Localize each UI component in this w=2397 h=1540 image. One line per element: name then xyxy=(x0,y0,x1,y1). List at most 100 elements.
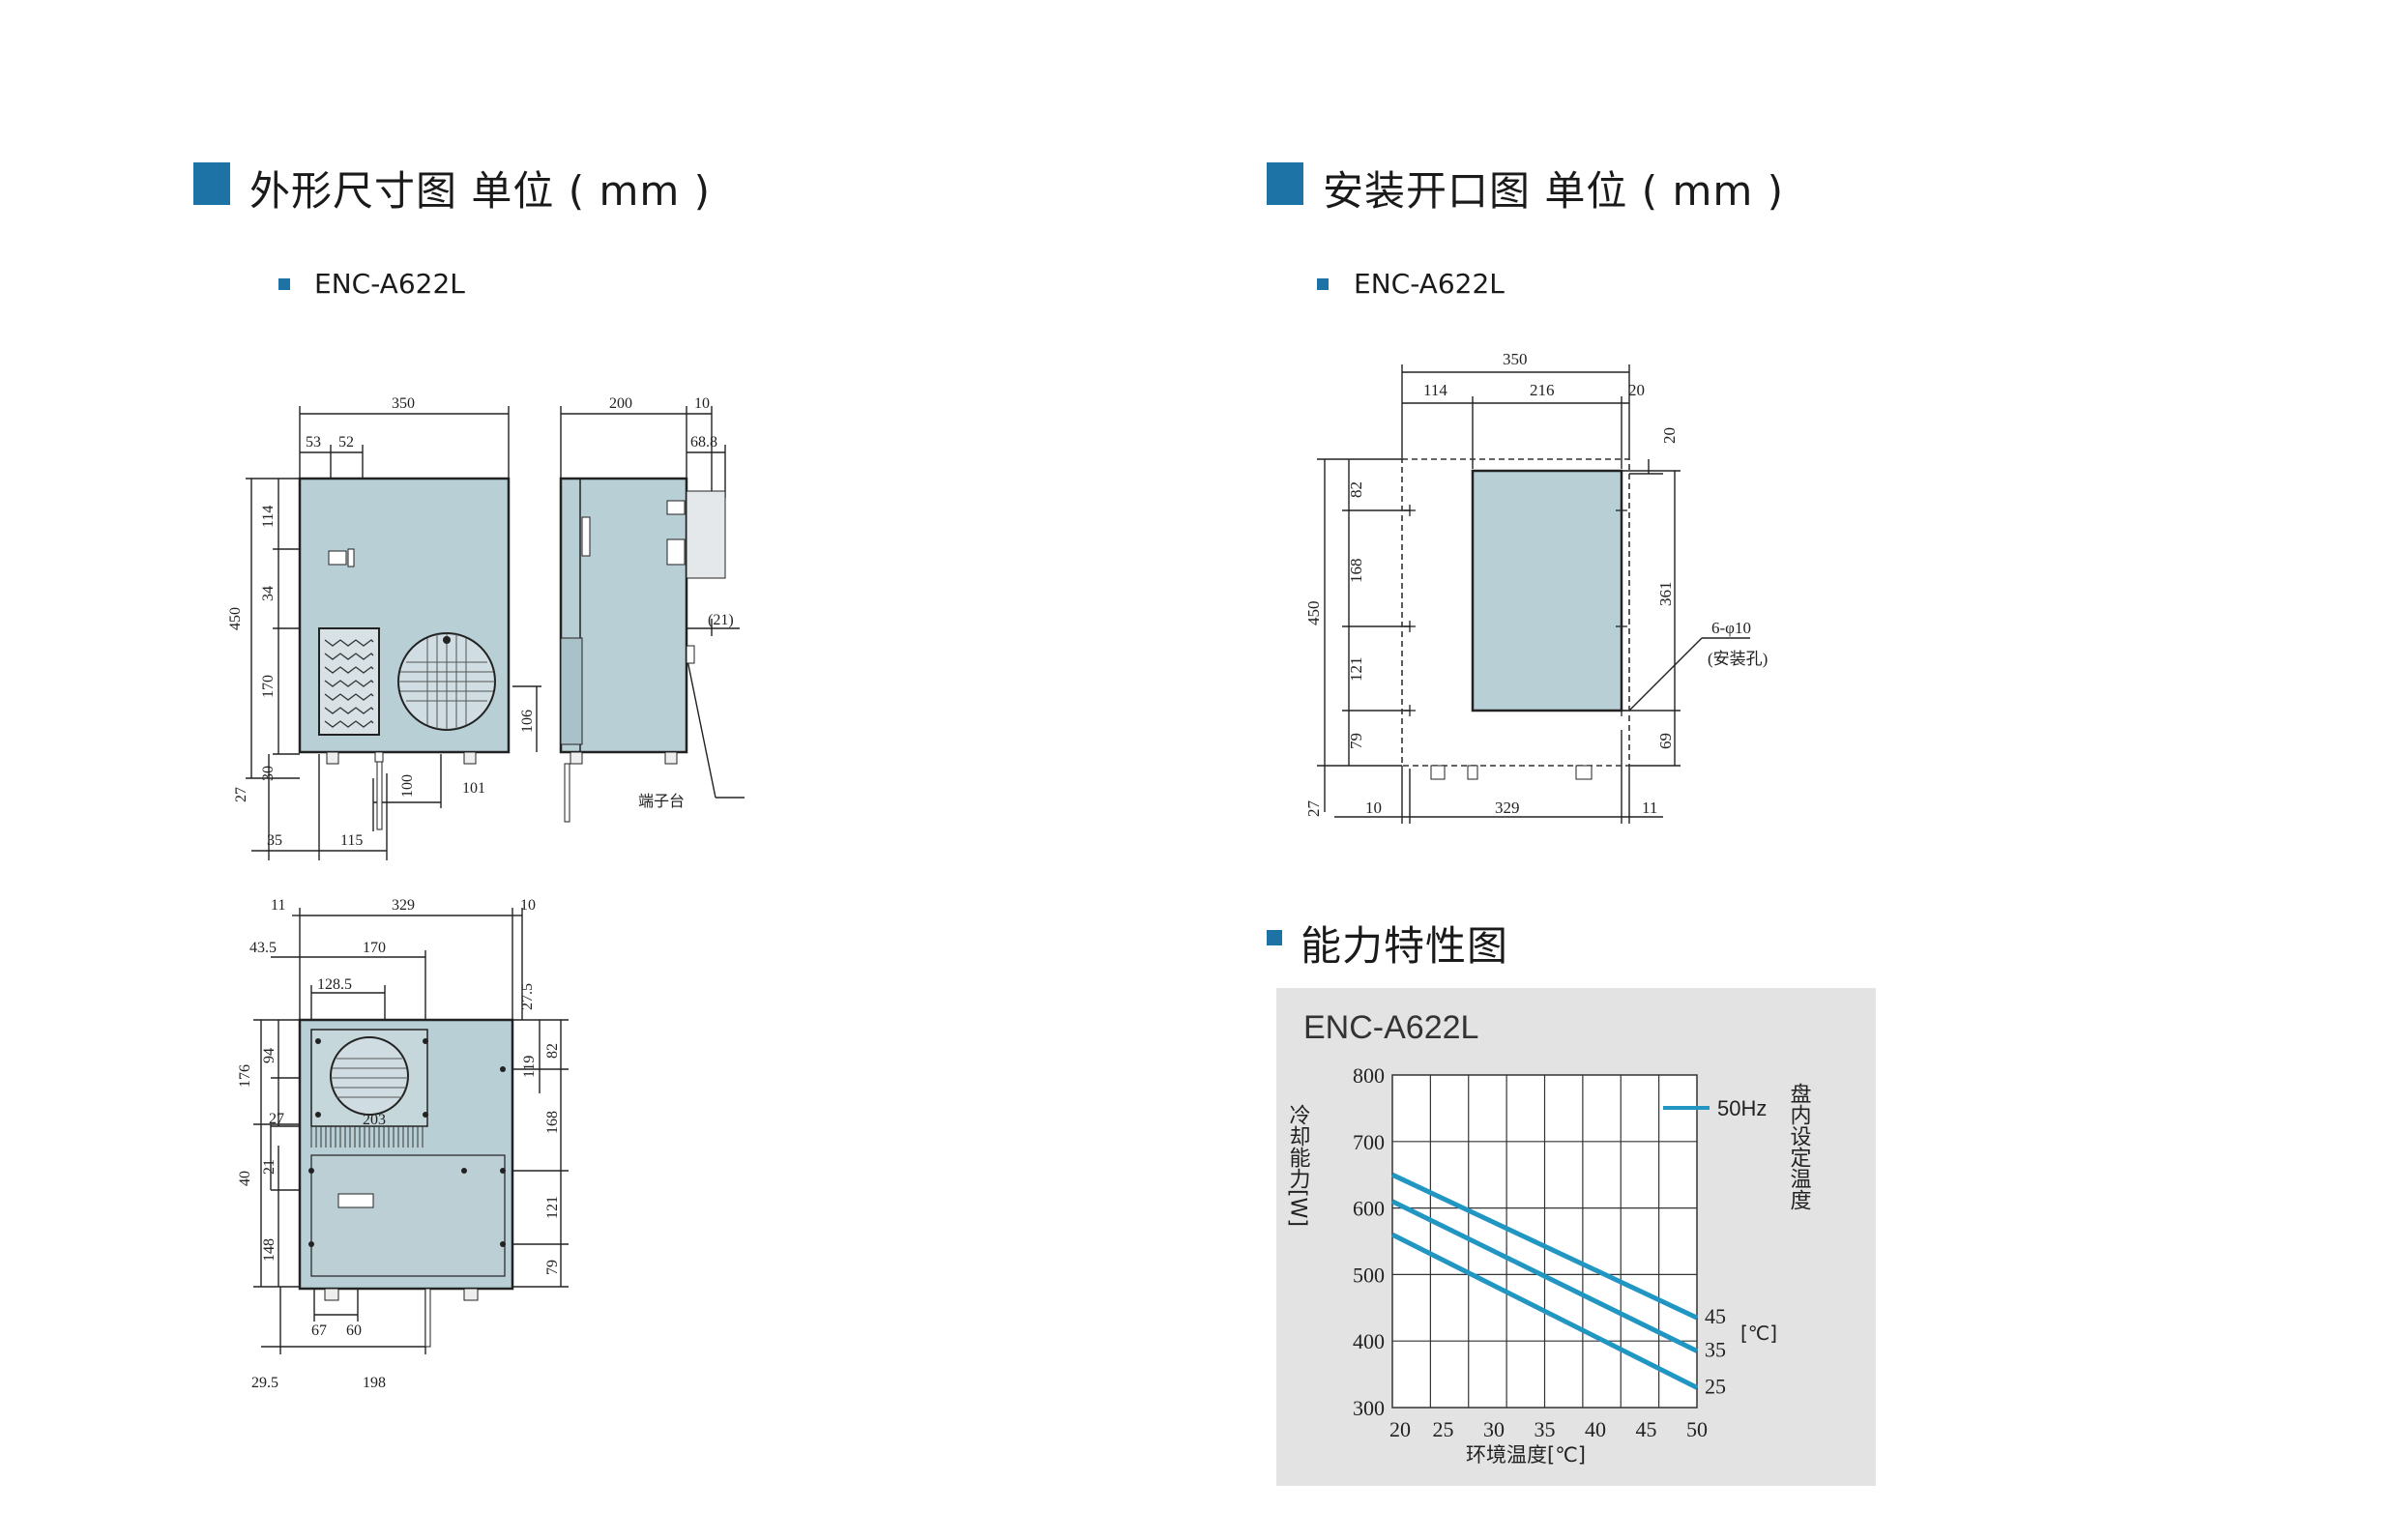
mount-dim-329: 329 xyxy=(1495,799,1520,817)
dimensions-title: 外形尺寸图 单位 ( mm ) xyxy=(249,167,712,215)
terminal-label: 端子台 xyxy=(638,793,685,810)
side-dim-688: 68.8 xyxy=(690,434,717,450)
back-dim-435: 43.5 xyxy=(249,940,277,956)
back-dim-60: 60 xyxy=(346,1322,362,1339)
y-tick-label: 500 xyxy=(1353,1263,1385,1287)
mount-dim-121: 121 xyxy=(1347,657,1365,683)
mount-dim-450: 450 xyxy=(1304,601,1323,626)
chart-right-unit: [℃] xyxy=(1740,1322,1777,1345)
x-tick-label: 35 xyxy=(1535,1417,1556,1441)
bullet-mounting-model xyxy=(1317,278,1329,290)
mount-dim-20-top: 20 xyxy=(1628,381,1645,399)
back-dim-27: 27 xyxy=(269,1111,284,1127)
x-tick-label: 40 xyxy=(1585,1417,1606,1441)
capacity-chart: ENC-A622L 300 400 500 600 700 800 20 25 30 35 40 45… xyxy=(1286,1009,1812,1467)
back-dim-10: 10 xyxy=(520,897,536,914)
mount-dim-20-right: 20 xyxy=(1660,427,1679,444)
back-dim-67: 67 xyxy=(311,1322,327,1339)
back-dim-79: 79 xyxy=(544,1260,561,1275)
chart-xlabel: 环境温度[℃] xyxy=(1466,1443,1586,1467)
back-dim-94: 94 xyxy=(261,1048,278,1063)
dim-450: 450 xyxy=(227,607,244,630)
back-dim-198: 198 xyxy=(363,1375,386,1391)
dim-101: 101 xyxy=(462,780,485,797)
y-tick-label: 800 xyxy=(1353,1063,1385,1088)
section-marker-mounting xyxy=(1267,162,1303,205)
dim-34: 34 xyxy=(260,586,277,601)
dim-35: 35 xyxy=(267,832,282,849)
mounting-title: 安装开口图 单位 ( mm ) xyxy=(1323,167,1785,215)
y-tick-label: 600 xyxy=(1353,1197,1385,1221)
chart-right-label: 盘内设定温度 xyxy=(1787,1083,1812,1210)
y-tick-label: 300 xyxy=(1353,1396,1385,1420)
side-dim-200: 200 xyxy=(609,395,632,412)
back-dim-176: 176 xyxy=(237,1064,253,1088)
back-view-drawing: 11 329 10 43.5 170 128.5 27.5 176 94 82 … xyxy=(237,897,569,1391)
mount-dim-11: 11 xyxy=(1642,799,1657,817)
chart-ylabel: 冷却能力[W] xyxy=(1286,1104,1311,1227)
y-tick-label: 400 xyxy=(1353,1329,1385,1353)
side-view-drawing: 200 10 68.8 (21) 端子台 xyxy=(559,395,745,823)
back-dim-21: 21 xyxy=(261,1159,278,1175)
back-dim-119: 119 xyxy=(521,1056,538,1078)
capacity-title: 能力特性图 xyxy=(1301,922,1509,970)
dimensions-model: ENC-A622L xyxy=(314,268,465,300)
mount-dim-350: 350 xyxy=(1503,350,1528,368)
front-view-drawing: 350 53 52 450 114 34 170 106 30 27 100 1… xyxy=(227,395,541,860)
series-line-45 xyxy=(1390,1172,1699,1321)
mount-dim-27: 27 xyxy=(1304,800,1323,818)
side-dim-21: (21) xyxy=(708,612,734,628)
mount-hole-note: (安装孔) xyxy=(1708,650,1768,668)
dim-width: 350 xyxy=(392,395,415,412)
series-label-25: 25 xyxy=(1705,1374,1726,1398)
section-marker-dimensions xyxy=(193,162,230,205)
series-line-35 xyxy=(1390,1199,1699,1353)
mount-dim-82: 82 xyxy=(1347,481,1365,498)
x-tick-label: 50 xyxy=(1686,1417,1708,1441)
dim-52: 52 xyxy=(338,434,354,450)
mount-dim-216: 216 xyxy=(1530,381,1555,399)
mount-dim-79: 79 xyxy=(1347,733,1365,749)
mount-dim-10: 10 xyxy=(1365,799,1382,817)
dim-170: 170 xyxy=(260,675,277,698)
dim-30: 30 xyxy=(260,766,277,781)
back-dim-1285: 128.5 xyxy=(317,976,352,993)
x-tick-label: 25 xyxy=(1433,1417,1454,1441)
legend-label: 50Hz xyxy=(1717,1096,1767,1120)
series-line-25 xyxy=(1390,1232,1699,1390)
mount-hole-label: 6-φ10 xyxy=(1711,619,1751,637)
dim-53: 53 xyxy=(306,434,321,450)
back-dim-168: 168 xyxy=(544,1111,561,1134)
back-dim-148: 148 xyxy=(261,1238,278,1262)
mount-dim-114: 114 xyxy=(1423,381,1447,399)
back-dim-82: 82 xyxy=(544,1043,561,1059)
chart-title: ENC-A622L xyxy=(1303,1009,1478,1046)
mount-dim-361: 361 xyxy=(1656,582,1675,607)
back-dim-170: 170 xyxy=(363,940,386,956)
mounting-drawing: 350 114 216 20 20 450 82 168 121 79 361 … xyxy=(1304,350,1768,824)
mount-dim-168: 168 xyxy=(1347,559,1365,584)
dim-106: 106 xyxy=(519,710,536,733)
back-dim-11: 11 xyxy=(271,897,285,914)
series-label-35: 35 xyxy=(1705,1338,1726,1362)
mount-dim-69: 69 xyxy=(1656,733,1675,749)
dim-115: 115 xyxy=(340,832,363,849)
x-tick-label: 20 xyxy=(1389,1417,1411,1441)
back-dim-329: 329 xyxy=(392,897,415,914)
side-dim-10: 10 xyxy=(694,395,710,412)
dim-27: 27 xyxy=(233,787,249,802)
series-label-45: 45 xyxy=(1705,1304,1726,1328)
mounting-model: ENC-A622L xyxy=(1354,268,1505,300)
bullet-capacity xyxy=(1267,930,1282,945)
back-dim-40: 40 xyxy=(237,1171,253,1186)
back-dim-275: 27.5 xyxy=(519,983,536,1010)
x-tick-label: 45 xyxy=(1636,1417,1657,1441)
back-dim-295: 29.5 xyxy=(251,1375,278,1391)
dim-100: 100 xyxy=(399,774,416,798)
dim-114: 114 xyxy=(260,506,277,528)
back-dim-203: 203 xyxy=(363,1112,386,1128)
x-tick-label: 30 xyxy=(1483,1417,1505,1441)
y-tick-label: 700 xyxy=(1353,1130,1385,1154)
back-dim-121: 121 xyxy=(544,1196,561,1219)
bullet-dimensions-model xyxy=(278,278,290,290)
